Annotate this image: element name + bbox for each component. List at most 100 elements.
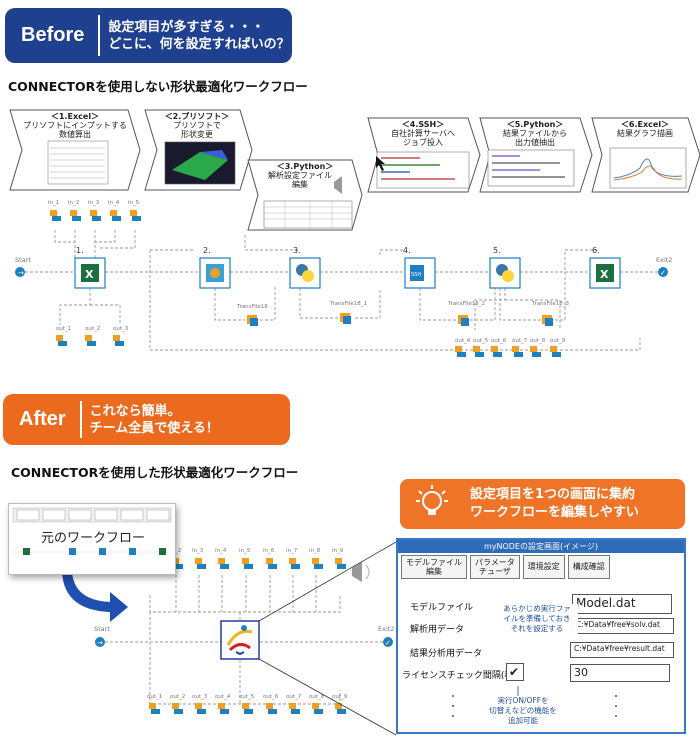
port-icons [50, 210, 561, 357]
after-banner: After これなら簡単。 チーム全員で使える！ [3, 394, 290, 445]
in-label-3: in_3 [88, 200, 100, 206]
transfer-label-3: TransFile18_2 [447, 301, 485, 307]
dialog-tab-bar: モデルファイル 編集 パラメータ チューザ 環境設定 構成確認 [398, 553, 684, 581]
transfer-nodes: TransFile18 TransFile18_1 TransFile18_2 … [236, 301, 569, 326]
license-checkbox[interactable]: ✔ [506, 663, 524, 681]
banner-divider [98, 15, 101, 56]
result-data-input[interactable]: C:¥Data¥free¥result.dat [570, 642, 674, 658]
step-4-number: ＜4.SSH＞ [402, 120, 444, 129]
in-label-2: in_2 [68, 200, 79, 206]
svg-text:X: X [85, 268, 94, 281]
step-thumbnails [47, 140, 687, 229]
before-heading: CONNECTORを使用しない形状最適化ワークフロー [8, 79, 308, 94]
transfer-label-4: TransFile18_3 [531, 301, 569, 307]
before-connectors [20, 230, 660, 351]
port-labels: in_1 in_2 in_3 in_4 in_5 out_1 out_2 out… [48, 200, 566, 344]
before-exit-label: Exit2 [656, 256, 672, 264]
after-exit-node [383, 637, 393, 647]
transfer-label-1: TransFile18 [236, 304, 268, 310]
dialog-title-bar: myNODEの設定画面(イメージ) [398, 540, 684, 553]
original-workflow-label: 元のワークフロー [35, 526, 152, 547]
after-start-arrow-icon: → [97, 639, 103, 647]
note-2-line-1: 実行ON/OFFを [497, 696, 549, 705]
after-exit-check-icon: ✓ [385, 639, 391, 647]
svg-text:SSH: SSH [411, 272, 421, 278]
svg-text:X: X [600, 268, 609, 281]
step-5-line-2: 出力値抽出 [515, 137, 555, 147]
main-nodes: X SSH X [74, 257, 621, 289]
after-out-label-8: out_8 [309, 694, 325, 700]
callout-text: 設定項目を1つの画面に集約 ワークフローを編集しやすい [470, 486, 639, 522]
after-out-label-7: out_7 [286, 694, 302, 700]
out-label-9: out_9 [550, 338, 566, 344]
after-out-label-9: out_9 [332, 694, 348, 700]
tab-configuration-check[interactable]: 構成確認 [567, 555, 610, 579]
step-3-number: ＜3.Python＞ [277, 162, 334, 171]
excel-node-6 [589, 257, 621, 289]
license-check-interval-input[interactable]: 30 [570, 664, 670, 682]
tab-environment-settings[interactable]: 環境設定 [522, 555, 565, 579]
step-4-line-1: 自社計算サーバへ [391, 128, 455, 138]
in-label-4: in_4 [108, 200, 120, 206]
banner-divider [79, 401, 82, 438]
after-start-node [95, 637, 105, 647]
step-1-number: ＜1.Excel＞ [51, 112, 99, 121]
after-start-label: Start [94, 625, 110, 633]
tab-model-file-edit[interactable]: モデルファイル 編集 [401, 555, 467, 579]
lightbulb-icon [416, 485, 448, 515]
out-label-2: out_2 [85, 326, 100, 332]
before-start-label: Start [15, 256, 31, 264]
before-start-node [15, 267, 25, 277]
tab-parameter-chooser-line-1: パラメータ [475, 558, 515, 567]
curved-arrow-icon [61, 565, 128, 622]
node-numbers: 1. 2. 3. 4. 5. 6. [76, 246, 600, 255]
node-number-1: 1. [76, 246, 84, 255]
before-start-arrow-icon: → [18, 269, 24, 277]
note-1-line-3: それを設定する [510, 624, 564, 633]
result-data-label: 結果分析用データ [410, 649, 483, 659]
step-4-line-2: ジョブ投入 [403, 137, 443, 147]
after-workflow-diagram: Start → Exit2 ✓ in_2 in_3 in_4 in_5 in_6… [61, 541, 397, 736]
tab-parameter-chooser-line-2: チューザ [478, 567, 511, 576]
mynode-logo-icon [226, 629, 253, 646]
step-6-line-1: 結果グラフ描画 [617, 128, 673, 138]
after-message: これなら簡単。 チーム全員で使える！ [90, 403, 219, 437]
speaker-icon [352, 562, 362, 582]
out-label-1: out_1 [56, 326, 71, 332]
on-off-feature-note: 実行ON/OFFを 切替えなどの機能を 追加可能 [478, 696, 568, 726]
callout-line-2: ワークフローを編集しやすい [470, 505, 639, 520]
before-workflow-diagram: ＜1.Excel＞ プリソフトにインプットする 数値算出 ＜2.プリソフト＞ プ… [9, 109, 700, 357]
after-out-label-5: out_5 [239, 694, 255, 700]
after-tag: After [19, 408, 66, 430]
dialog-decorations [452, 686, 617, 717]
before-line-1: 設定項目が多すぎる・・・ [108, 19, 265, 35]
parameter-table-thumbnail [263, 200, 353, 229]
mynode-node [220, 620, 260, 660]
before-banner: Before 設定項目が多すぎる・・・ どこに、何を設定すればいの？ [5, 8, 292, 63]
original-workflow-mini-diagram [12, 507, 172, 555]
note-2-line-2: 切替えなどの機能を [489, 706, 557, 715]
in-label-1: in_1 [48, 200, 59, 206]
after-out-label-3: out_3 [192, 694, 208, 700]
before-exit-check-icon: ✓ [660, 269, 666, 277]
after-port-labels: in_2 in_3 in_4 in_5 in_6 in_7 in_8 in_9 … [147, 548, 348, 700]
speaker-icon [334, 176, 342, 194]
step-5-number: ＜5.Python＞ [507, 120, 564, 129]
feature-callout: 設定項目を1つの画面に集約 ワークフローを編集しやすい [400, 479, 685, 529]
after-out-label-4: out_4 [215, 694, 231, 700]
node-number-6: 6. [592, 246, 600, 255]
tab-model-file-edit-line-1: モデルファイル [406, 558, 462, 567]
step-2-line-2: 形状変更 [181, 129, 213, 139]
step-texts: ＜1.Excel＞ プリソフトにインプットする 数値算出 ＜2.プリソフト＞ プ… [23, 111, 673, 189]
out-label-3: out_3 [113, 326, 129, 332]
after-out-label-6: out_6 [263, 694, 279, 700]
after-out-label-2: out_2 [170, 694, 185, 700]
tab-parameter-chooser[interactable]: パラメータ チューザ [470, 555, 520, 579]
step-1-line-1: プリソフトにインプットする [23, 121, 127, 130]
after-line-2: チーム全員で使える！ [89, 420, 219, 436]
in-label-5: in_5 [128, 200, 140, 206]
model-file-input[interactable]: Model.dat [572, 594, 672, 614]
out-label-4: out_4 [455, 338, 471, 344]
step-2-number: ＜2.プリソフト＞ [165, 111, 230, 121]
node-number-3: 3. [293, 246, 301, 255]
